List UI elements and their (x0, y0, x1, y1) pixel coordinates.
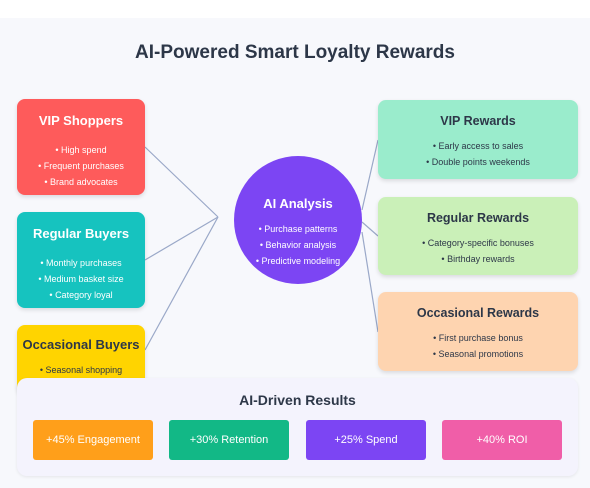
list-item: Behavior analysis (234, 237, 362, 253)
segment-items: Seasonal shopping (17, 362, 145, 378)
segment-title: Occasional Buyers (22, 337, 140, 352)
list-item: Frequent purchases (17, 158, 145, 174)
ai-title: AI Analysis (263, 196, 333, 211)
list-item: Double points weekends (378, 154, 578, 170)
reward-title: Regular Rewards (426, 211, 530, 225)
segment-regular-buyers: Regular Buyers Monthly purchases Medium … (17, 212, 145, 308)
metric-roi: +40% ROI (442, 420, 562, 460)
connector-vip-rewards (361, 139, 379, 211)
segment-title: VIP Shoppers (38, 113, 124, 128)
list-item: Seasonal shopping (17, 362, 145, 378)
segment-title: Regular Buyers (32, 226, 130, 241)
results-title: AI-Driven Results (239, 392, 356, 408)
list-item: Purchase patterns (234, 221, 362, 237)
connector-occasional-buyers (144, 216, 219, 351)
metric-engagement: +45% Engagement (33, 420, 153, 460)
reward-regular-rewards: Regular Rewards Category-specific bonuse… (378, 197, 578, 275)
ai-analysis-node: AI Analysis Purchase patterns Behavior a… (234, 156, 362, 284)
connector-occasional-rewards (361, 231, 379, 333)
list-item: Brand advocates (17, 174, 145, 190)
list-item: Category loyal (17, 287, 145, 303)
metric-retention: +30% Retention (169, 420, 289, 460)
connector-regular-buyers (144, 216, 219, 261)
reward-vip-rewards: VIP Rewards Early access to sales Double… (378, 100, 578, 179)
segment-vip-shoppers: VIP Shoppers High spend Frequent purchas… (17, 99, 145, 195)
metric-spend: +25% Spend (306, 420, 426, 460)
list-item: Predictive modeling (234, 253, 362, 269)
segment-items: Monthly purchases Medium basket size Cat… (17, 255, 145, 303)
list-item: Medium basket size (17, 271, 145, 287)
connector-vip-shoppers (144, 146, 219, 218)
list-item: Monthly purchases (17, 255, 145, 271)
reward-occasional-rewards: Occasional Rewards First purchase bonus … (378, 292, 578, 371)
list-item: Early access to sales (378, 138, 578, 154)
reward-items: Category-specific bonuses Birthday rewar… (378, 235, 578, 267)
list-item: First purchase bonus (378, 330, 578, 346)
reward-items: Early access to sales Double points week… (378, 138, 578, 170)
list-item: High spend (17, 142, 145, 158)
list-item: Category-specific bonuses (378, 235, 578, 251)
reward-title: VIP Rewards (440, 114, 516, 128)
reward-items: First purchase bonus Seasonal promotions (378, 330, 578, 362)
connector-regular-rewards (361, 221, 379, 237)
diagram-title: AI-Powered Smart Loyalty Rewards (135, 42, 455, 63)
reward-title: Occasional Rewards (416, 306, 540, 320)
list-item: Birthday rewards (378, 251, 578, 267)
results-panel: AI-Driven Results +45% Engagement +30% R… (17, 378, 578, 476)
list-item: Seasonal promotions (378, 346, 578, 362)
segment-items: High spend Frequent purchases Brand advo… (17, 142, 145, 190)
ai-items: Purchase patterns Behavior analysis Pred… (234, 221, 362, 269)
